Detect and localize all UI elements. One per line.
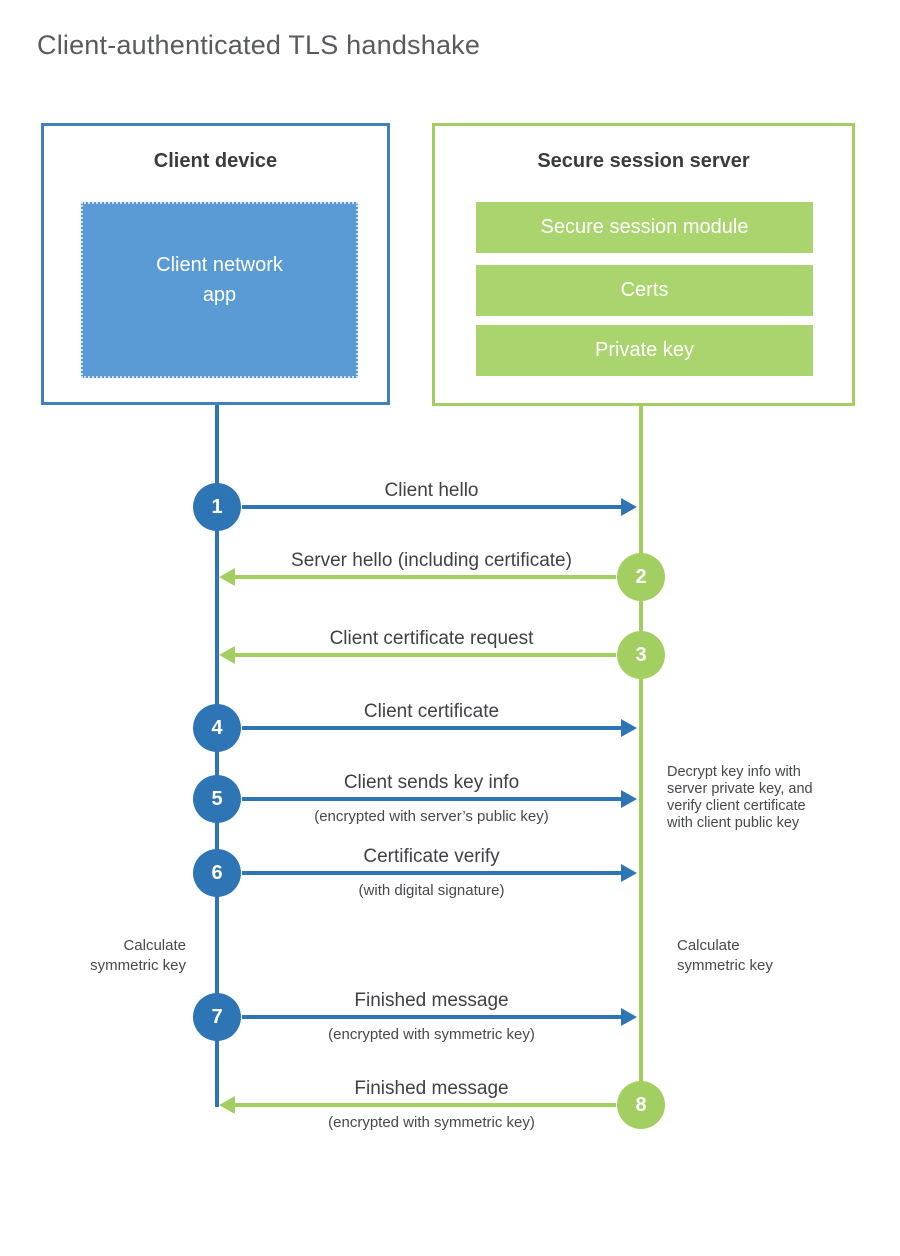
- step-7-badge: 7: [193, 993, 241, 1041]
- client-calculate-key-note: Calculate symmetric key: [90, 937, 186, 974]
- step-7-arrow-right: [242, 1008, 637, 1026]
- step-8-arrow-left: [219, 1096, 616, 1114]
- server-module-private-key: Private key: [476, 325, 813, 376]
- step-2-label: Server hello (including certificate): [291, 550, 572, 571]
- server-decrypt-note: Decrypt key info with server private key…: [667, 764, 813, 831]
- step-2-arrow-left: [219, 568, 616, 586]
- step-1-arrow-right: [242, 498, 637, 516]
- step-6-label: Certificate verify: [363, 846, 500, 867]
- step-8-label: Finished message: [354, 1078, 509, 1099]
- step-3-badge: 3: [617, 631, 665, 679]
- server-module-secure-session: Secure session module: [476, 202, 813, 253]
- step-5-subtext: (encrypted with server’s public key): [314, 808, 549, 825]
- step-3-arrow-left: [219, 646, 616, 664]
- step-4-badge: 4: [193, 704, 241, 752]
- step-6-badge: 6: [193, 849, 241, 897]
- client-lifeline: [215, 405, 219, 1107]
- client-network-app-label: Client network app: [156, 254, 283, 306]
- server-calculate-key-note: Calculate symmetric key: [677, 937, 773, 974]
- step-7-subtext: (encrypted with symmetric key): [328, 1026, 535, 1043]
- step-5-arrow-right: [242, 790, 637, 808]
- step-1-badge: 1: [193, 483, 241, 531]
- step-6-arrow-right: [242, 864, 637, 882]
- step-7-label: Finished message: [354, 990, 509, 1011]
- server-module-certs: Certs: [476, 265, 813, 316]
- page-title: Client-authenticated TLS handshake: [37, 30, 481, 60]
- client-device-title: Client device: [153, 150, 278, 172]
- secure-session-server-box: Secure session server Secure session mod…: [432, 123, 855, 406]
- client-network-app-box: Client network app: [81, 202, 358, 378]
- step-2-badge: 2: [617, 553, 665, 601]
- step-8-badge: 8: [617, 1081, 665, 1129]
- step-3-label: Client certificate request: [329, 628, 534, 649]
- step-4-label: Client certificate: [363, 701, 500, 722]
- step-8-subtext: (encrypted with symmetric key): [328, 1114, 535, 1131]
- step-1-label: Client hello: [384, 480, 479, 501]
- step-6-subtext: (with digital signature): [358, 882, 505, 899]
- client-device-box: Client device Client network app: [41, 123, 390, 405]
- step-5-badge: 5: [193, 775, 241, 823]
- secure-session-server-title: Secure session server: [537, 150, 750, 172]
- server-lifeline: [639, 406, 643, 1129]
- step-5-label: Client sends key info: [343, 772, 520, 793]
- step-4-arrow-right: [242, 719, 637, 737]
